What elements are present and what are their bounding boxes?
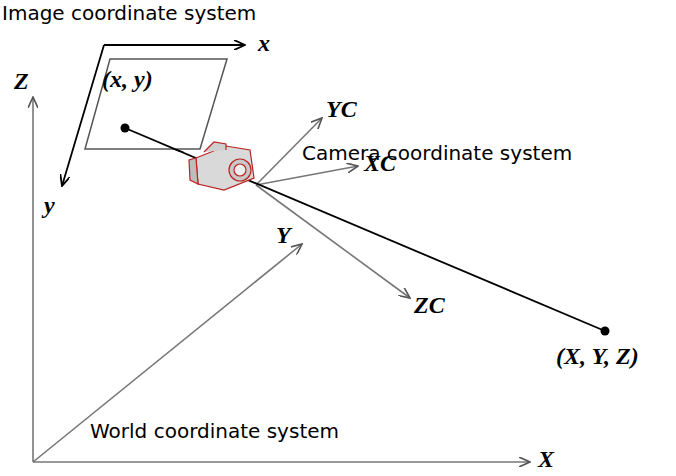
axis-label: YC xyxy=(326,96,357,122)
image-point xyxy=(121,124,130,133)
system-title: Image coordinate system xyxy=(2,2,256,24)
point-label: (x, y) xyxy=(102,66,153,92)
image-plane: (x, y) xyxy=(82,56,230,152)
axis-label: XC xyxy=(364,150,396,176)
axis-label: x xyxy=(258,30,270,56)
system-title: Camera coordinate system xyxy=(302,142,572,164)
point-label: (X, Y, Z) xyxy=(556,343,639,369)
axis-label: ZC xyxy=(414,292,445,318)
axis-label: X xyxy=(538,446,554,472)
image-point xyxy=(121,124,130,133)
axis-label: y xyxy=(44,192,55,218)
projection-ray xyxy=(125,128,230,152)
axis-label: Z xyxy=(14,68,29,94)
axis-label: Y xyxy=(276,222,291,248)
system-title: World coordinate system xyxy=(90,420,339,442)
